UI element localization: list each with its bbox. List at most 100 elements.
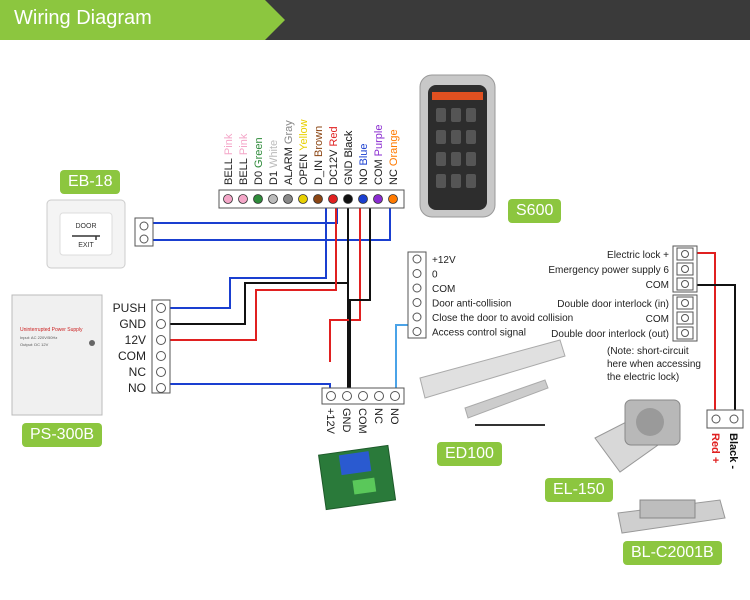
- keypad-key: [451, 108, 461, 122]
- wire-key-no: [349, 203, 371, 388]
- lock-bottom-screws: [676, 296, 694, 340]
- keypad-wire-name: D0: [253, 171, 265, 185]
- power-supply-device: Uninterrupted Power Supply Input: AC 220…: [11, 294, 103, 416]
- keypad-wire-color-name: Black: [343, 130, 355, 157]
- keypad-wire-color-name: White: [268, 140, 280, 168]
- keypad-device: [419, 74, 496, 218]
- keypad-wire-label: OPENYellow: [298, 119, 310, 185]
- keypad-wire-color-name: Orange: [388, 129, 400, 166]
- lock-top-screws: [676, 247, 694, 291]
- keypad-key: [451, 152, 461, 166]
- screw-terminal: [156, 319, 166, 329]
- keypad-key: [436, 130, 446, 144]
- wire-dot: [223, 194, 233, 204]
- wiring-diagram: DOOR EXIT BELLPinkBELLPinkD0GreenD1White…: [11, 74, 744, 534]
- keypad-key: [451, 130, 461, 144]
- lock-wire-red-label: Red +: [709, 433, 721, 463]
- keypad-wire-color-name: Green: [253, 137, 265, 168]
- lock-top-labels: Electric lock + Emergency power supply 6 C…: [548, 250, 669, 291]
- screw-terminal: [676, 262, 694, 276]
- screw-head: [681, 265, 689, 273]
- keypad-wire-dots: [223, 194, 398, 204]
- lock-terminal-label: Electric lock +: [607, 250, 669, 261]
- keypad-wire-name: BELL: [223, 158, 235, 185]
- keypad-wire-name: ALARM: [283, 147, 295, 185]
- keypad-wire-label: BELLPink: [223, 133, 235, 185]
- lock-terminal-label: COM: [646, 280, 669, 291]
- wire-psu-push: [170, 203, 327, 309]
- lock-terminal-label: Emergency power supply 6: [548, 265, 669, 276]
- keypad-wire-color-name: Brown: [313, 126, 325, 157]
- keypad-wire-name: NO: [358, 168, 370, 185]
- keypad-keys: [436, 108, 476, 188]
- screw-head: [681, 299, 689, 307]
- screw-head: [681, 250, 689, 258]
- screw-terminal: [156, 335, 166, 345]
- note-line3: the electric lock): [607, 372, 679, 383]
- psu-terminal-label: NO: [128, 381, 146, 395]
- wire-dot: [268, 194, 278, 204]
- bolt-lock-device: [617, 499, 726, 534]
- lock-terminal-top: Electric lock + Emergency power supply 6 C…: [548, 245, 698, 293]
- screw-terminal: [156, 367, 166, 377]
- screw-head: [681, 280, 689, 288]
- keypad-wire-color-name: Blue: [358, 143, 370, 165]
- relay-terminal-label: NO: [388, 408, 400, 425]
- keypad-wire-name: GND: [343, 161, 355, 186]
- psu-terminal-label: COM: [118, 349, 146, 363]
- relay-screws: [326, 391, 400, 401]
- screw-head: [681, 329, 689, 337]
- ed100-terminal-label: Close the door to avoid collision: [432, 313, 573, 324]
- keypad-wire-name: NC: [388, 169, 400, 185]
- note-line1: (Note: short-circuit: [607, 346, 689, 357]
- keypad-wire-color-name: Pink: [238, 133, 250, 155]
- keypad-wire-label: BELL Pink: [238, 133, 250, 185]
- screw-terminal: [412, 254, 422, 264]
- header-tab-shape: [0, 0, 285, 40]
- psu-panel-line3: Output: DC 12V: [20, 342, 49, 347]
- keypad-wire-color-name: Red: [328, 126, 340, 146]
- keypad-key: [466, 130, 476, 144]
- keypad-wire-name: BELL: [238, 158, 250, 185]
- screw-terminal: [156, 303, 166, 313]
- screw-terminal: [326, 391, 336, 401]
- screw-terminal: [374, 391, 384, 401]
- exit-button-line1: DOOR: [76, 223, 97, 230]
- screw-terminal: [412, 283, 422, 293]
- screw-terminal: [676, 247, 694, 261]
- wire-lock-red: [697, 252, 716, 410]
- keypad-key: [436, 108, 446, 122]
- wire-dot: [328, 194, 338, 204]
- keypad-key: [466, 174, 476, 188]
- keypad-wire-color-name: Gray: [283, 120, 295, 144]
- lock-wire-terminal: Red + Black -: [706, 409, 744, 469]
- key-icon: [72, 235, 100, 240]
- exit-button-device: DOOR EXIT: [46, 199, 126, 269]
- keypad-key: [466, 152, 476, 166]
- keypad-wire-name: D1: [268, 171, 280, 185]
- psu-terminal-label: 12V: [125, 333, 146, 347]
- keypad-wire-name: DC12V: [328, 149, 340, 185]
- screw-terminal: [676, 277, 694, 291]
- screw-terminal: [412, 312, 422, 322]
- screw-terminal: [156, 383, 166, 393]
- wire-psu-no: [170, 383, 331, 388]
- label-blc2001b: BL-C2001B: [623, 541, 722, 565]
- keypad-wire-color-name: Yellow: [298, 119, 310, 150]
- psu-screws: [156, 303, 166, 393]
- wire-key-12v-relay: [329, 203, 361, 362]
- header-bar: Wiring Diagram: [0, 0, 750, 40]
- keypad-wire-label: ALARM Gray: [283, 120, 295, 185]
- keypad-wire-label: D_INBrown: [313, 126, 325, 185]
- ed100-terminal-label: Door anti-collision: [432, 299, 511, 310]
- screw-terminal: [676, 311, 694, 325]
- wire-eb18-bottom: [150, 203, 391, 241]
- wire-psu-gnd: [170, 203, 349, 325]
